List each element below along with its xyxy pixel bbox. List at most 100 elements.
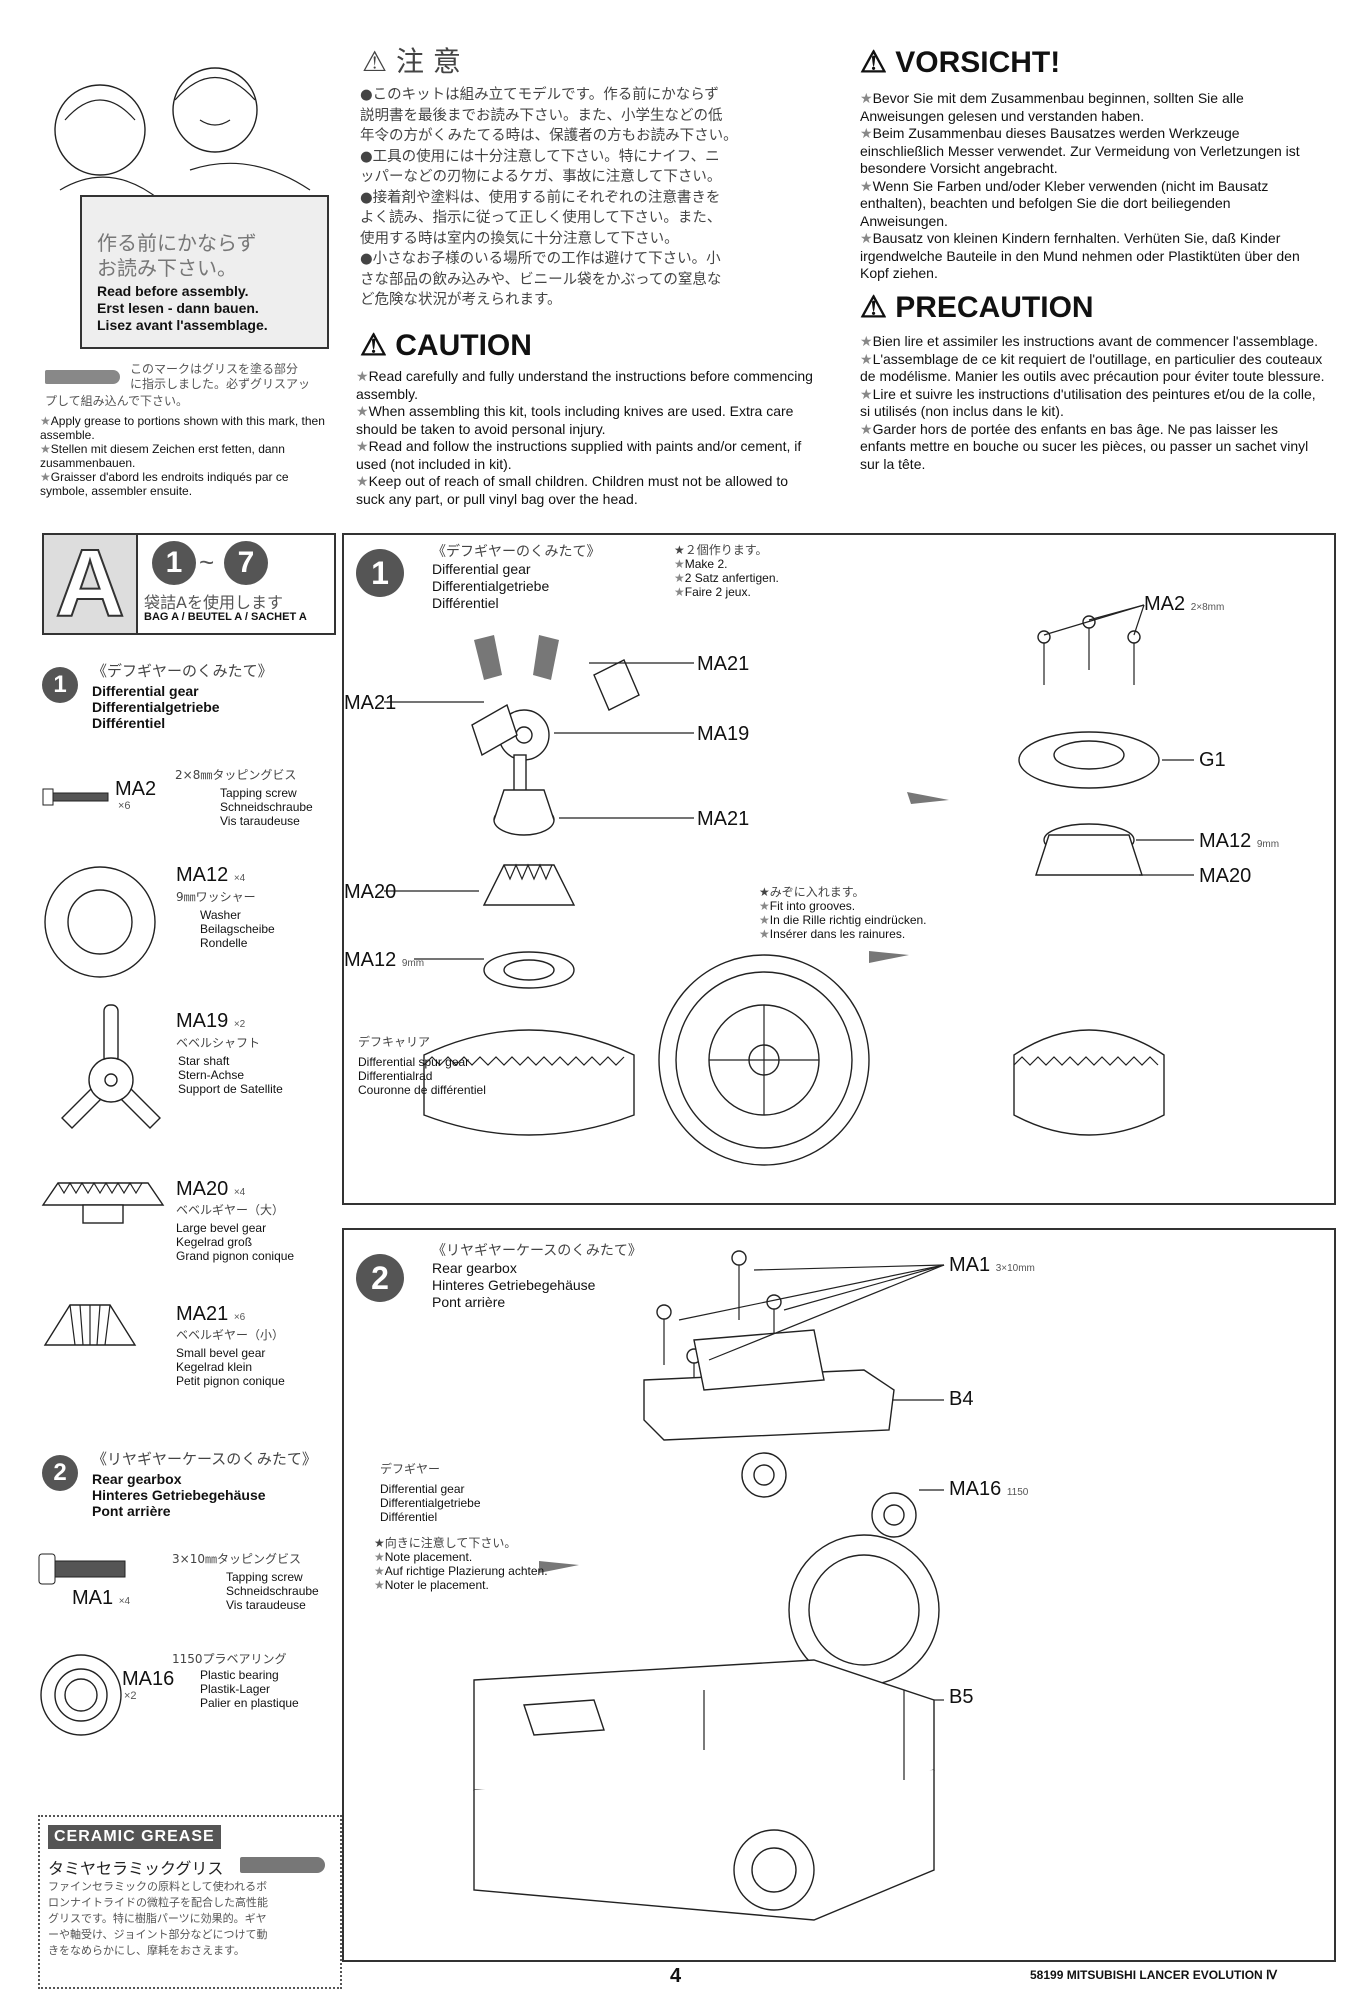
jp-caution-line: 説明書を最後までお読み下さい。また、小学生などの低 bbox=[360, 107, 723, 124]
part-ma21-fr: Petit pignon conique bbox=[176, 1374, 285, 1388]
part-ma1-de: Schneidschraube bbox=[226, 1584, 319, 1598]
part-ma2-fr: Vis taraudeuse bbox=[220, 814, 300, 828]
bag-letter-box: A bbox=[44, 534, 138, 634]
part-ma20-code: MA20 ×4 bbox=[176, 1178, 246, 1200]
warning-icon: ⚠ bbox=[860, 291, 887, 324]
part-ma16-jp: 1150プラベアリング bbox=[172, 1652, 287, 1666]
part-ma12-code: MA12 ×4 bbox=[176, 864, 246, 886]
grease-tube-icon bbox=[45, 370, 120, 384]
mechanics-drawing bbox=[54, 67, 311, 201]
jp-caution-line: さな部品の飲み込みや、ビニール袋をかぶっての窒息な bbox=[360, 271, 722, 288]
ceramic-grease-box: CERAMIC GREASE タミヤセラミックグリス ファインセラミックの原料と… bbox=[38, 1815, 342, 1989]
part-ma1-fr: Vis taraudeuse bbox=[226, 1598, 306, 1612]
step1-number: 1 bbox=[356, 549, 404, 597]
step2-number: 2 bbox=[356, 1254, 404, 1302]
caution-title: ⚠ CAUTION bbox=[360, 329, 532, 362]
ceramic-line: ロンナイトライドの微粒子を配合した高性能 bbox=[48, 1896, 268, 1909]
sidebar-step1-jp: 《デフギヤーのくみたて》 bbox=[92, 662, 273, 680]
label-ma12-right: MA12 9mm bbox=[1199, 830, 1280, 852]
screw-icon bbox=[38, 1553, 126, 1585]
part-ma12-de: Beilagscheibe bbox=[200, 922, 275, 936]
part-ma1-en: Tapping screw bbox=[226, 1570, 303, 1584]
part-ma1-jp: 3×10㎜タッピングビス bbox=[172, 1552, 301, 1566]
part-ma21-de: Kegelrad klein bbox=[176, 1360, 253, 1374]
part-ma1-code: MA1 ×4 bbox=[72, 1587, 131, 1609]
jp-caution-line: ッパーなどの刃物によるケガ、事故に注意して下さい。 bbox=[360, 169, 722, 185]
groove-fr: ★Insérer dans les rainures. bbox=[759, 927, 906, 941]
step2-jp: 《リヤギヤーケースのくみたて》 bbox=[432, 1243, 642, 1259]
jp-caution-line: ●接着剤や塗料は、使用する前にそれぞれの注意書きを bbox=[360, 189, 721, 206]
part-ma19-en: Star shaft bbox=[178, 1054, 230, 1068]
jp-caution-line: ど危険な状況が考えられます。 bbox=[360, 292, 562, 308]
part-ma20-en: Large bevel gear bbox=[176, 1221, 267, 1235]
part-ma2-qty: ×6 bbox=[118, 800, 131, 812]
precaution-item: ★Garder hors de portée des enfants en ba… bbox=[860, 420, 1309, 472]
part-ma21-en: Small bevel gear bbox=[176, 1346, 266, 1360]
diff-assembly-drawing bbox=[384, 604, 1194, 1166]
jp-caution-line: ●工具の使用には十分注意して下さい。特にナイフ、ニ bbox=[360, 148, 720, 165]
note-en: ★Note placement. bbox=[374, 1550, 473, 1564]
note-jp: ★向きに注意して下さい。 bbox=[374, 1536, 517, 1550]
make-jp: ★２個作ります。 bbox=[674, 543, 768, 557]
diff-jp: デフギヤー bbox=[380, 1462, 441, 1476]
small-bevel-gear-icon bbox=[43, 1304, 137, 1346]
read-before-box: 作る前にかならず お読み下さい。 Read before assembly. E… bbox=[80, 195, 329, 349]
label-b5: B5 bbox=[949, 1686, 974, 1708]
label-ma16: MA16 1150 bbox=[949, 1478, 1029, 1500]
precaution-title: ⚠ PRECAUTION bbox=[860, 291, 1094, 324]
step2-fr: Pont arrière bbox=[432, 1294, 506, 1310]
part-ma19-code: MA19 ×2 bbox=[176, 1010, 246, 1032]
groove-de: ★In die Rille richtig eindrücken. bbox=[759, 913, 927, 927]
star-shaft-icon bbox=[61, 1004, 161, 1129]
carrier-en: Differential spur gear bbox=[358, 1055, 470, 1069]
readbox-jp-2: お読み下さい。 bbox=[97, 256, 237, 280]
make-fr: ★Faire 2 jeux. bbox=[674, 585, 751, 599]
header-illustration bbox=[20, 40, 340, 340]
bag-jp: 袋詰Aを使用します bbox=[144, 593, 283, 612]
label-ma12: MA12 9mm bbox=[344, 949, 425, 971]
warning-icon: ⚠ bbox=[360, 329, 387, 362]
sidebar-step2-fr: Pont arrière bbox=[92, 1503, 171, 1519]
ceramic-grease-logo: CERAMIC GREASE bbox=[48, 1825, 221, 1849]
part-ma21-jp: ベベルギヤー（小） bbox=[176, 1328, 285, 1342]
jp-caution-line: 年令の方がくみたてる時は、保護者の方もお読み下さい。 bbox=[360, 128, 738, 144]
step1-fr: Différentiel bbox=[432, 595, 499, 611]
part-ma16-de: Plastik-Lager bbox=[200, 1682, 271, 1696]
part-ma2-jp: 2×8㎜タッピングビス bbox=[175, 768, 297, 782]
readbox-jp-1: 作る前にかならず bbox=[97, 231, 257, 255]
part-ma20-fr: Grand pignon conique bbox=[176, 1249, 295, 1263]
ceramic-line: きをなめらかにし、摩耗をおさえます。 bbox=[48, 1944, 245, 1957]
label-ma2: MA2 2×8mm bbox=[1144, 593, 1225, 615]
sidebar-step1-num: 1 bbox=[42, 667, 78, 703]
label-ma20: MA20 bbox=[344, 881, 397, 903]
part-ma19-fr: Support de Satellite bbox=[178, 1082, 283, 1096]
step2-en: Rear gearbox bbox=[432, 1260, 517, 1276]
part-ma2-en: Tapping screw bbox=[220, 786, 297, 800]
vorsicht-item: ★Beim Zusammenbau dieses Bausatzes werde… bbox=[860, 125, 1300, 176]
grease-jp-2: に指示しました。必ずグリスアッ bbox=[130, 377, 311, 391]
step1-en: Differential gear bbox=[432, 561, 531, 577]
step-range-start: 1 bbox=[152, 541, 196, 585]
precaution-item: ★Lire et suivre les instructions d'utili… bbox=[860, 385, 1316, 420]
grease-note-en: ★Apply grease to portions shown with thi… bbox=[40, 414, 325, 442]
label-ma19: MA19 bbox=[697, 723, 750, 745]
step1-panel: 1 《デフギヤーのくみたて》 Differential gear Differe… bbox=[342, 533, 1336, 1205]
large-bevel-gear-icon bbox=[41, 1181, 165, 1224]
jp-caution-line: 使用する時は室内の換気に十分注意して下さい。 bbox=[360, 230, 679, 247]
part-ma12-fr: Rondelle bbox=[200, 936, 248, 950]
step1-jp: 《デフギヤーのくみたて》 bbox=[432, 544, 601, 560]
diff-de: Differentialgetriebe bbox=[380, 1496, 481, 1510]
jp-caution-line: ●このキットは組み立てモデルです。作る前にかならず bbox=[360, 87, 719, 103]
step1-de: Differentialgetriebe bbox=[432, 578, 550, 594]
diff-en: Differential gear bbox=[380, 1482, 465, 1496]
label-g1: G1 bbox=[1199, 749, 1226, 771]
jp-caution-line: ●小さなお子様のいる場所での工作は避けて下さい。小 bbox=[360, 251, 721, 267]
diff-fr: Différentiel bbox=[380, 1510, 438, 1524]
part-ma20-jp: ベベルギヤー（大） bbox=[176, 1203, 285, 1217]
screw-icon bbox=[42, 788, 109, 806]
gearbox-assembly-drawing bbox=[473, 1250, 945, 1921]
label-ma20-right: MA20 bbox=[1199, 865, 1252, 887]
label-ma21-a: MA21 bbox=[697, 653, 750, 675]
make-en: ★Make 2. bbox=[674, 557, 728, 571]
precaution-item: ★Bien lire et assimiler les instructions… bbox=[860, 333, 1318, 349]
